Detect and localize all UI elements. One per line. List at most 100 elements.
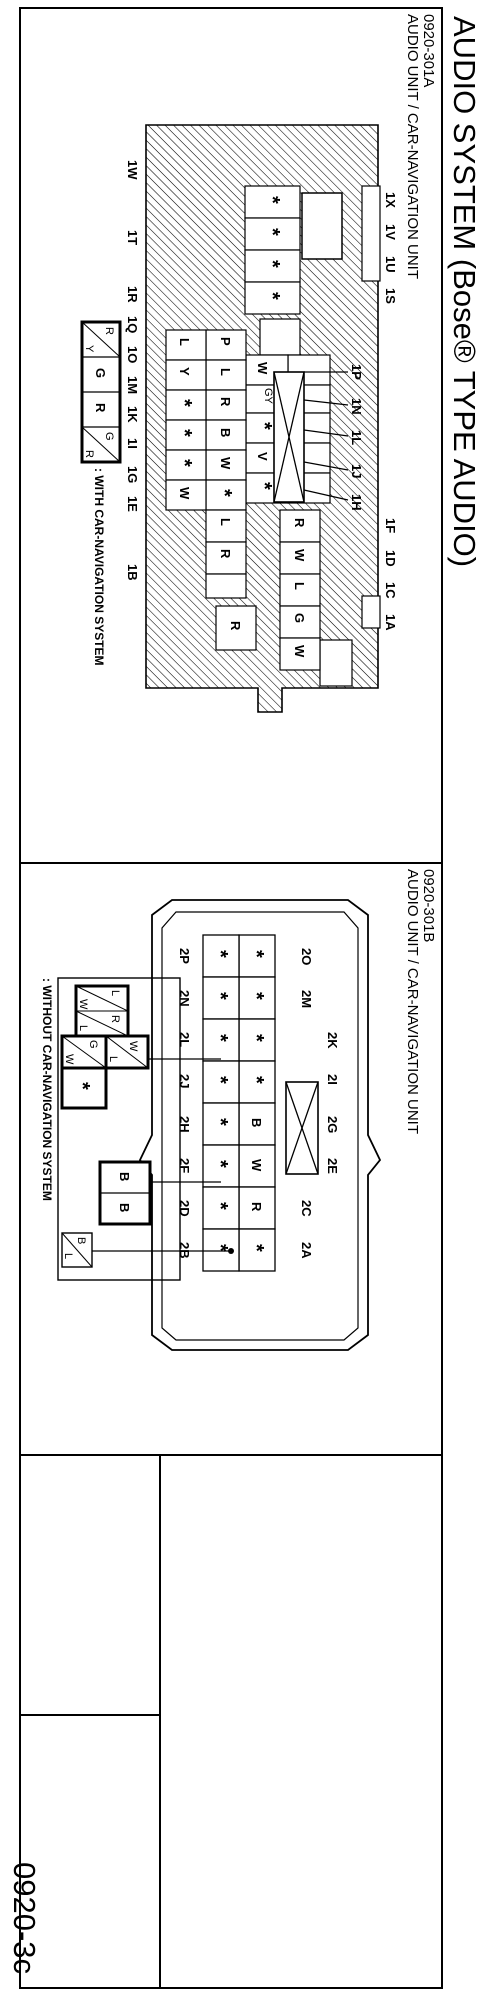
- svg-text:*: *: [245, 1076, 267, 1084]
- svg-text:*: *: [261, 228, 283, 236]
- connector-a-cells: W GY * V * P L R B W *: [165, 329, 331, 671]
- svg-text:W: W: [218, 457, 233, 470]
- svg-text:2O: 2O: [299, 948, 314, 965]
- svg-text:G: G: [87, 1040, 99, 1049]
- svg-text:B: B: [117, 1172, 132, 1181]
- svg-text:V: V: [255, 452, 270, 461]
- svg-text:2K: 2K: [325, 1032, 340, 1049]
- svg-text:L: L: [218, 368, 233, 376]
- svg-text:*: *: [245, 1034, 267, 1042]
- svg-text:1T: 1T: [125, 230, 140, 245]
- svg-text:1I: 1I: [125, 438, 140, 449]
- svg-text:B: B: [249, 1118, 264, 1127]
- svg-text:*: *: [209, 1118, 231, 1126]
- svg-text:*: *: [209, 950, 231, 958]
- svg-text:*: *: [245, 992, 267, 1000]
- svg-text:B: B: [218, 428, 233, 437]
- svg-text:*: *: [209, 1034, 231, 1042]
- svg-text:1K: 1K: [125, 406, 140, 423]
- svg-text:1X: 1X: [383, 192, 398, 208]
- connector-a-bottom-labels: 1W 1T 1R 1Q 1O 1M 1K 1I 1G 1E 1B: [125, 160, 140, 581]
- svg-text:1F: 1F: [383, 518, 398, 533]
- svg-text:1V: 1V: [383, 224, 398, 240]
- svg-text:W: W: [249, 1159, 264, 1172]
- svg-text:W: W: [255, 362, 270, 375]
- svg-text:L: L: [177, 338, 192, 346]
- svg-text:2P: 2P: [177, 948, 192, 964]
- svg-text:R: R: [218, 397, 233, 407]
- svg-text:Y: Y: [177, 367, 192, 376]
- svg-text:2I: 2I: [325, 1074, 340, 1085]
- svg-text:*: *: [209, 1244, 231, 1252]
- svg-text:1B: 1B: [125, 564, 140, 581]
- svg-text:*: *: [209, 992, 231, 1000]
- svg-text:*: *: [261, 196, 283, 204]
- svg-text:2F: 2F: [177, 1158, 192, 1173]
- svg-text:R: R: [83, 450, 95, 458]
- page-number: 0920-3c: [7, 1862, 42, 1974]
- svg-text:B: B: [75, 1237, 87, 1244]
- svg-text:*: *: [209, 1076, 231, 1084]
- svg-text:1W: 1W: [125, 160, 140, 180]
- svg-text:L: L: [107, 1056, 119, 1062]
- svg-text:1L: 1L: [349, 430, 364, 445]
- svg-text:2M: 2M: [299, 990, 314, 1008]
- svg-text:*: *: [173, 399, 195, 407]
- connector-a-lock-and-callouts: [273, 371, 349, 503]
- connector-b-note: : WITHOUT CAR-NAVIGATION SYSTEM: [40, 978, 54, 1201]
- svg-text:Y: Y: [83, 345, 95, 353]
- svg-text:R: R: [292, 518, 307, 528]
- svg-text:2D: 2D: [177, 1200, 192, 1217]
- connector-b-code: 0920-301B: [420, 869, 437, 942]
- svg-text:1Q: 1Q: [125, 316, 140, 333]
- connector-a-panel: 0920-301A AUDIO UNIT / CAR-NAVIGATION UN…: [80, 14, 437, 713]
- svg-text:*: *: [261, 260, 283, 268]
- connector-a-top-row: * * * *: [244, 185, 301, 356]
- svg-text:1M: 1M: [125, 376, 140, 394]
- svg-text:W: W: [292, 645, 307, 658]
- svg-text:G: G: [292, 613, 307, 623]
- svg-text:*: *: [173, 429, 195, 437]
- svg-text:W: W: [177, 487, 192, 500]
- svg-text:G: G: [103, 432, 115, 441]
- svg-text:L: L: [62, 1253, 74, 1259]
- page-title: AUDIO SYSTEM (Bose® TYPE AUDIO): [447, 16, 482, 567]
- svg-text:2N: 2N: [177, 990, 192, 1007]
- connector-a-legend: R Y G R G R : WITH CAR-NAVIGATION SYSTEM: [80, 320, 122, 666]
- svg-text:1G: 1G: [125, 466, 140, 483]
- svg-text:2H: 2H: [177, 1116, 192, 1133]
- svg-text:1U: 1U: [383, 256, 398, 273]
- svg-text:1R: 1R: [125, 286, 140, 303]
- svg-text:L: L: [109, 990, 121, 996]
- svg-text:2G: 2G: [325, 1116, 340, 1133]
- svg-text:*: *: [71, 1082, 93, 1090]
- svg-text:1A: 1A: [383, 614, 398, 631]
- svg-text:W: W: [63, 1054, 75, 1065]
- svg-text:2E: 2E: [325, 1158, 340, 1174]
- svg-text:W: W: [127, 1041, 139, 1052]
- connector-b-cells: * * * * B W R * * * * * * * * *: [202, 934, 276, 1272]
- connector-a-code: 0920-301A: [420, 14, 437, 87]
- connector-a-top-labels: 1X 1V 1U 1S 1P 1N 1L 1J 1H 1F 1D 1C 1A: [349, 192, 398, 631]
- svg-text:R: R: [109, 1015, 121, 1023]
- svg-text:1C: 1C: [383, 582, 398, 599]
- connector-b-panel: 0920-301B AUDIO UNIT / CAR-NAVIGATION UN…: [40, 869, 437, 1351]
- svg-text:2C: 2C: [299, 1200, 314, 1217]
- connector-a-name: AUDIO UNIT / CAR-NAVIGATION UNIT: [404, 14, 421, 279]
- svg-text:W: W: [77, 999, 89, 1010]
- connector-b-name: AUDIO UNIT / CAR-NAVIGATION UNIT: [404, 869, 421, 1134]
- svg-text:*: *: [253, 422, 275, 430]
- svg-text:*: *: [209, 1160, 231, 1168]
- svg-text:*: *: [209, 1202, 231, 1210]
- svg-text:L: L: [218, 518, 233, 526]
- svg-text:*: *: [173, 459, 195, 467]
- svg-text:1E: 1E: [125, 496, 140, 512]
- svg-text:*: *: [245, 950, 267, 958]
- svg-text:L: L: [292, 582, 307, 590]
- svg-text:W: W: [292, 549, 307, 562]
- svg-text:G: G: [93, 368, 108, 378]
- svg-text:1N: 1N: [349, 398, 364, 415]
- connector-b-lock: [285, 1081, 319, 1175]
- svg-text:B: B: [117, 1203, 132, 1212]
